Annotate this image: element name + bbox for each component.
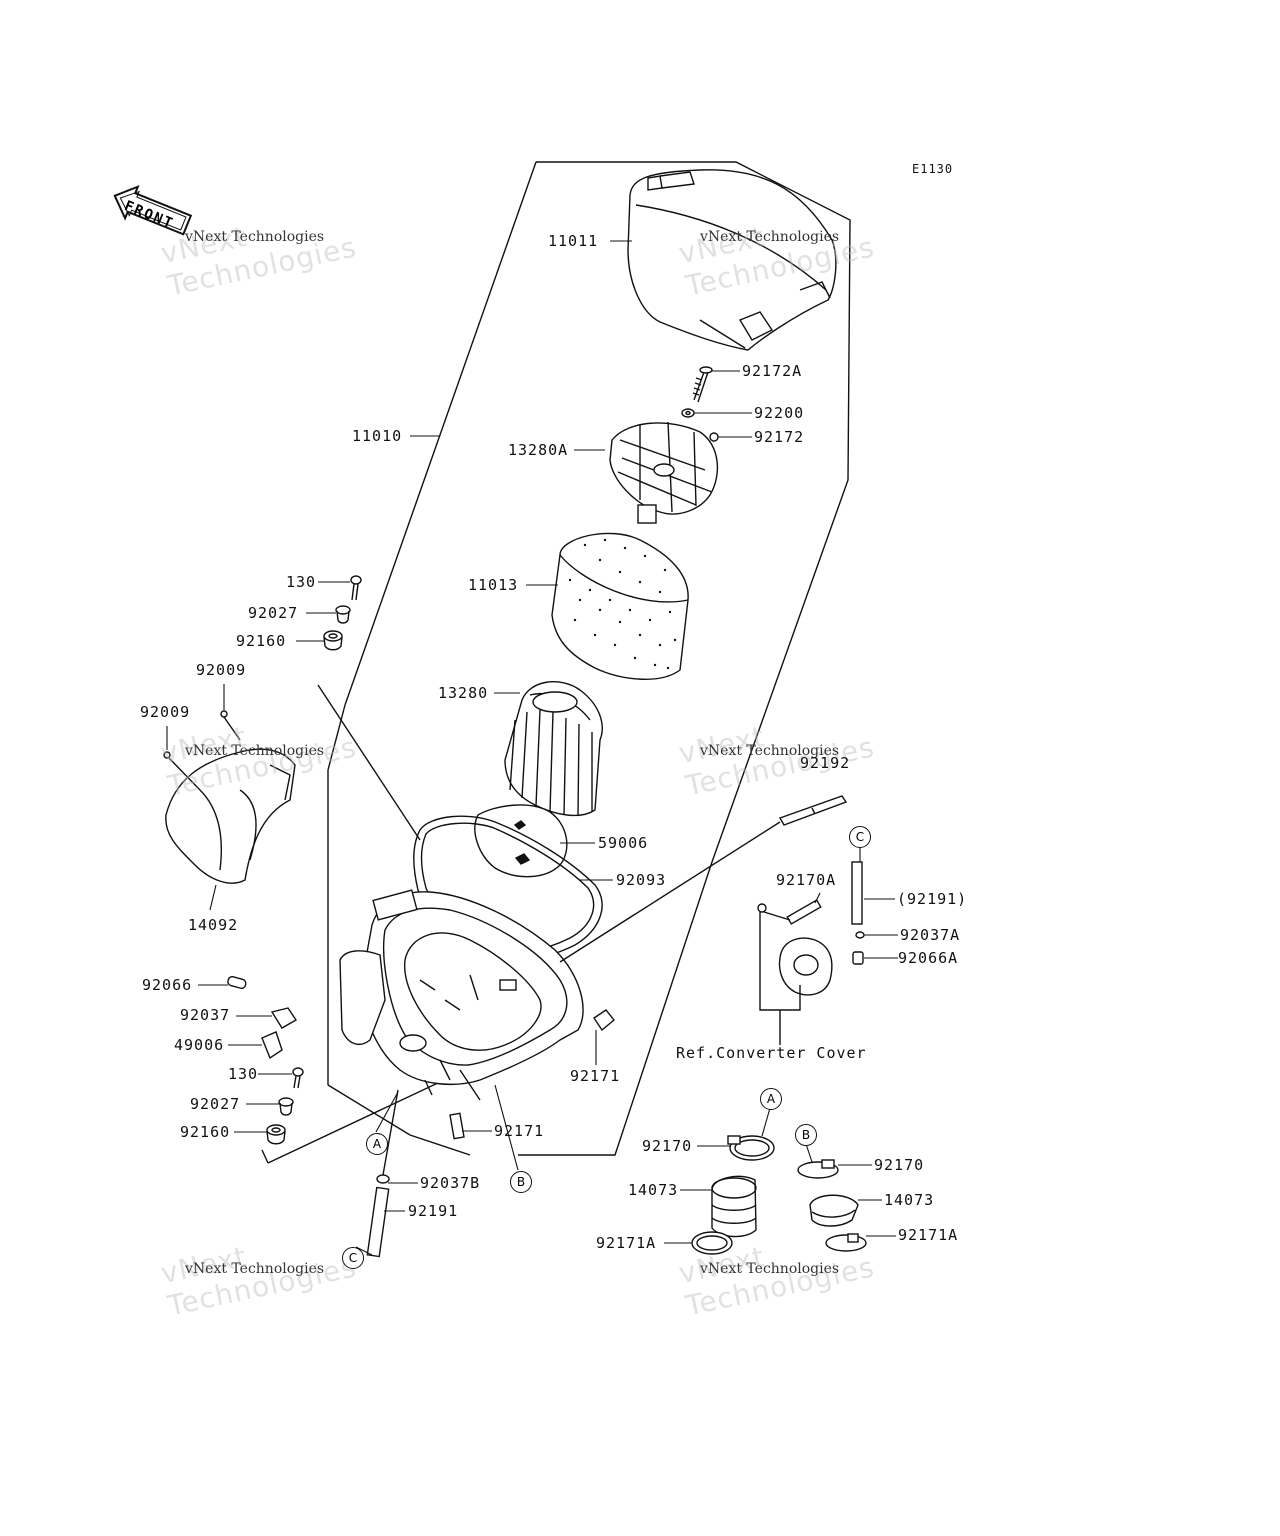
part-label-11011: 11011 bbox=[548, 232, 599, 250]
bolt-92172A-drawing bbox=[692, 366, 713, 403]
part-label-11013: 11013 bbox=[468, 576, 519, 594]
part-label-92170-right: 92170 bbox=[874, 1156, 925, 1174]
clamp-92037B-drawing bbox=[376, 1174, 390, 1184]
callout-c-top: C bbox=[849, 826, 871, 848]
clamp-92170-left-drawing bbox=[727, 1135, 775, 1161]
part-label-14073-right: 14073 bbox=[884, 1191, 935, 1209]
filter-holder-drawing bbox=[609, 421, 719, 524]
assembly-bracket bbox=[261, 161, 851, 1164]
callout-c-bottom: C bbox=[342, 1247, 364, 1269]
air-box-cover-drawing bbox=[627, 169, 837, 351]
part-label-92191-paren: (92191) bbox=[897, 890, 968, 908]
part-label-92093: 92093 bbox=[616, 871, 667, 889]
screw-92009-b-drawing bbox=[163, 751, 171, 759]
part-label-92170-left: 92170 bbox=[642, 1137, 693, 1155]
part-label-92066A: 92066A bbox=[898, 949, 959, 967]
screw-92009-a-drawing bbox=[220, 710, 228, 718]
screw-92172-drawing bbox=[709, 432, 719, 442]
clamp-92171A-right-drawing bbox=[825, 1233, 867, 1252]
clamp-92037-drawing bbox=[270, 1007, 297, 1029]
tube-92171-bottom-drawing bbox=[449, 1112, 465, 1140]
watermark-caption: vNext Technologies bbox=[185, 743, 325, 759]
part-label-13280A: 13280A bbox=[508, 441, 569, 459]
clamp-92171A-left-drawing bbox=[691, 1231, 733, 1255]
part-label-92172A: 92172A bbox=[742, 362, 803, 380]
part-label-59006: 59006 bbox=[598, 834, 649, 852]
callout-a-right: A bbox=[760, 1088, 782, 1110]
part-label-92037: 92037 bbox=[180, 1006, 231, 1024]
part-label-14092: 14092 bbox=[188, 916, 239, 934]
part-label-11010: 11010 bbox=[352, 427, 403, 445]
watermark-caption: vNext Technologies bbox=[700, 229, 840, 245]
duct-14092-drawing bbox=[165, 748, 296, 884]
front-arrow-shape bbox=[113, 184, 193, 236]
hose-92191-drawing bbox=[366, 1186, 390, 1258]
watermark-caption: vNext Technologies bbox=[185, 229, 325, 245]
part-label-49006: 49006 bbox=[174, 1036, 225, 1054]
callout-b-left: B bbox=[510, 1171, 532, 1193]
callout-b-right: B bbox=[795, 1124, 817, 1146]
part-label-92160-bottom: 92160 bbox=[180, 1123, 231, 1141]
bolt-130-bottom-drawing bbox=[292, 1067, 304, 1089]
part-label-92009-a: 92009 bbox=[196, 661, 247, 679]
part-label-13280: 13280 bbox=[438, 684, 489, 702]
part-label-92160-top: 92160 bbox=[236, 632, 287, 650]
part-label-92200: 92200 bbox=[754, 404, 805, 422]
part-label-92172: 92172 bbox=[754, 428, 805, 446]
filter-element-drawing bbox=[551, 532, 689, 680]
leader-lines bbox=[166, 240, 898, 1256]
plug-92066A-drawing bbox=[852, 951, 864, 965]
duct-14073-right-drawing bbox=[809, 1194, 859, 1227]
part-label-92191: 92191 bbox=[408, 1202, 459, 1220]
cap-49006-drawing bbox=[261, 1031, 283, 1060]
duct-14073-left-drawing bbox=[711, 1175, 757, 1238]
hose-92192-drawing bbox=[559, 795, 848, 963]
air-box-drawing bbox=[339, 889, 584, 1101]
part-label-92171-bottom: 92171 bbox=[494, 1122, 545, 1140]
bolt-130-top-drawing bbox=[350, 575, 362, 601]
converter-cover-drawing bbox=[757, 899, 833, 1045]
part-label-92192: 92192 bbox=[800, 754, 851, 772]
grommet-92160-bottom-drawing bbox=[266, 1124, 286, 1145]
reference-note: Ref.Converter Cover bbox=[676, 1044, 867, 1062]
clip-92037A-drawing bbox=[855, 931, 865, 939]
part-label-92027-top: 92027 bbox=[248, 604, 299, 622]
washer-drawing bbox=[681, 408, 695, 418]
callout-a-left: A bbox=[366, 1133, 388, 1155]
watermark-caption: vNext Technologies bbox=[700, 1261, 840, 1277]
part-label-92171-right: 92171 bbox=[570, 1067, 621, 1085]
part-label-92027-bottom: 92027 bbox=[190, 1095, 241, 1113]
diagram-id: E1130 bbox=[912, 162, 954, 176]
collar-92027-top-drawing bbox=[335, 605, 351, 624]
part-label-92171A-right: 92171A bbox=[898, 1226, 959, 1244]
part-label-14073-left: 14073 bbox=[628, 1181, 679, 1199]
part-label-92037B: 92037B bbox=[420, 1174, 481, 1192]
part-label-92170A: 92170A bbox=[776, 871, 837, 889]
part-label-130-bottom: 130 bbox=[228, 1065, 259, 1083]
filter-cage-drawing bbox=[504, 681, 603, 817]
clamp-92170-right-drawing bbox=[797, 1159, 839, 1179]
part-label-92009-b: 92009 bbox=[140, 703, 191, 721]
part-label-92171A-left: 92171A bbox=[596, 1234, 657, 1252]
part-label-130-top: 130 bbox=[286, 573, 317, 591]
part-label-92066: 92066 bbox=[142, 976, 193, 994]
collar-92027-bottom-drawing bbox=[278, 1097, 294, 1116]
clamp-92171-right-drawing bbox=[593, 1009, 615, 1032]
part-label-92037A: 92037A bbox=[900, 926, 961, 944]
plug-92066-drawing bbox=[227, 976, 247, 989]
watermark-caption: vNext Technologies bbox=[185, 1261, 325, 1277]
hose-92191-paren-drawing bbox=[851, 861, 863, 925]
watermark-caption: vNext Technologies bbox=[700, 743, 840, 759]
grommet-92160-top-drawing bbox=[323, 630, 343, 651]
